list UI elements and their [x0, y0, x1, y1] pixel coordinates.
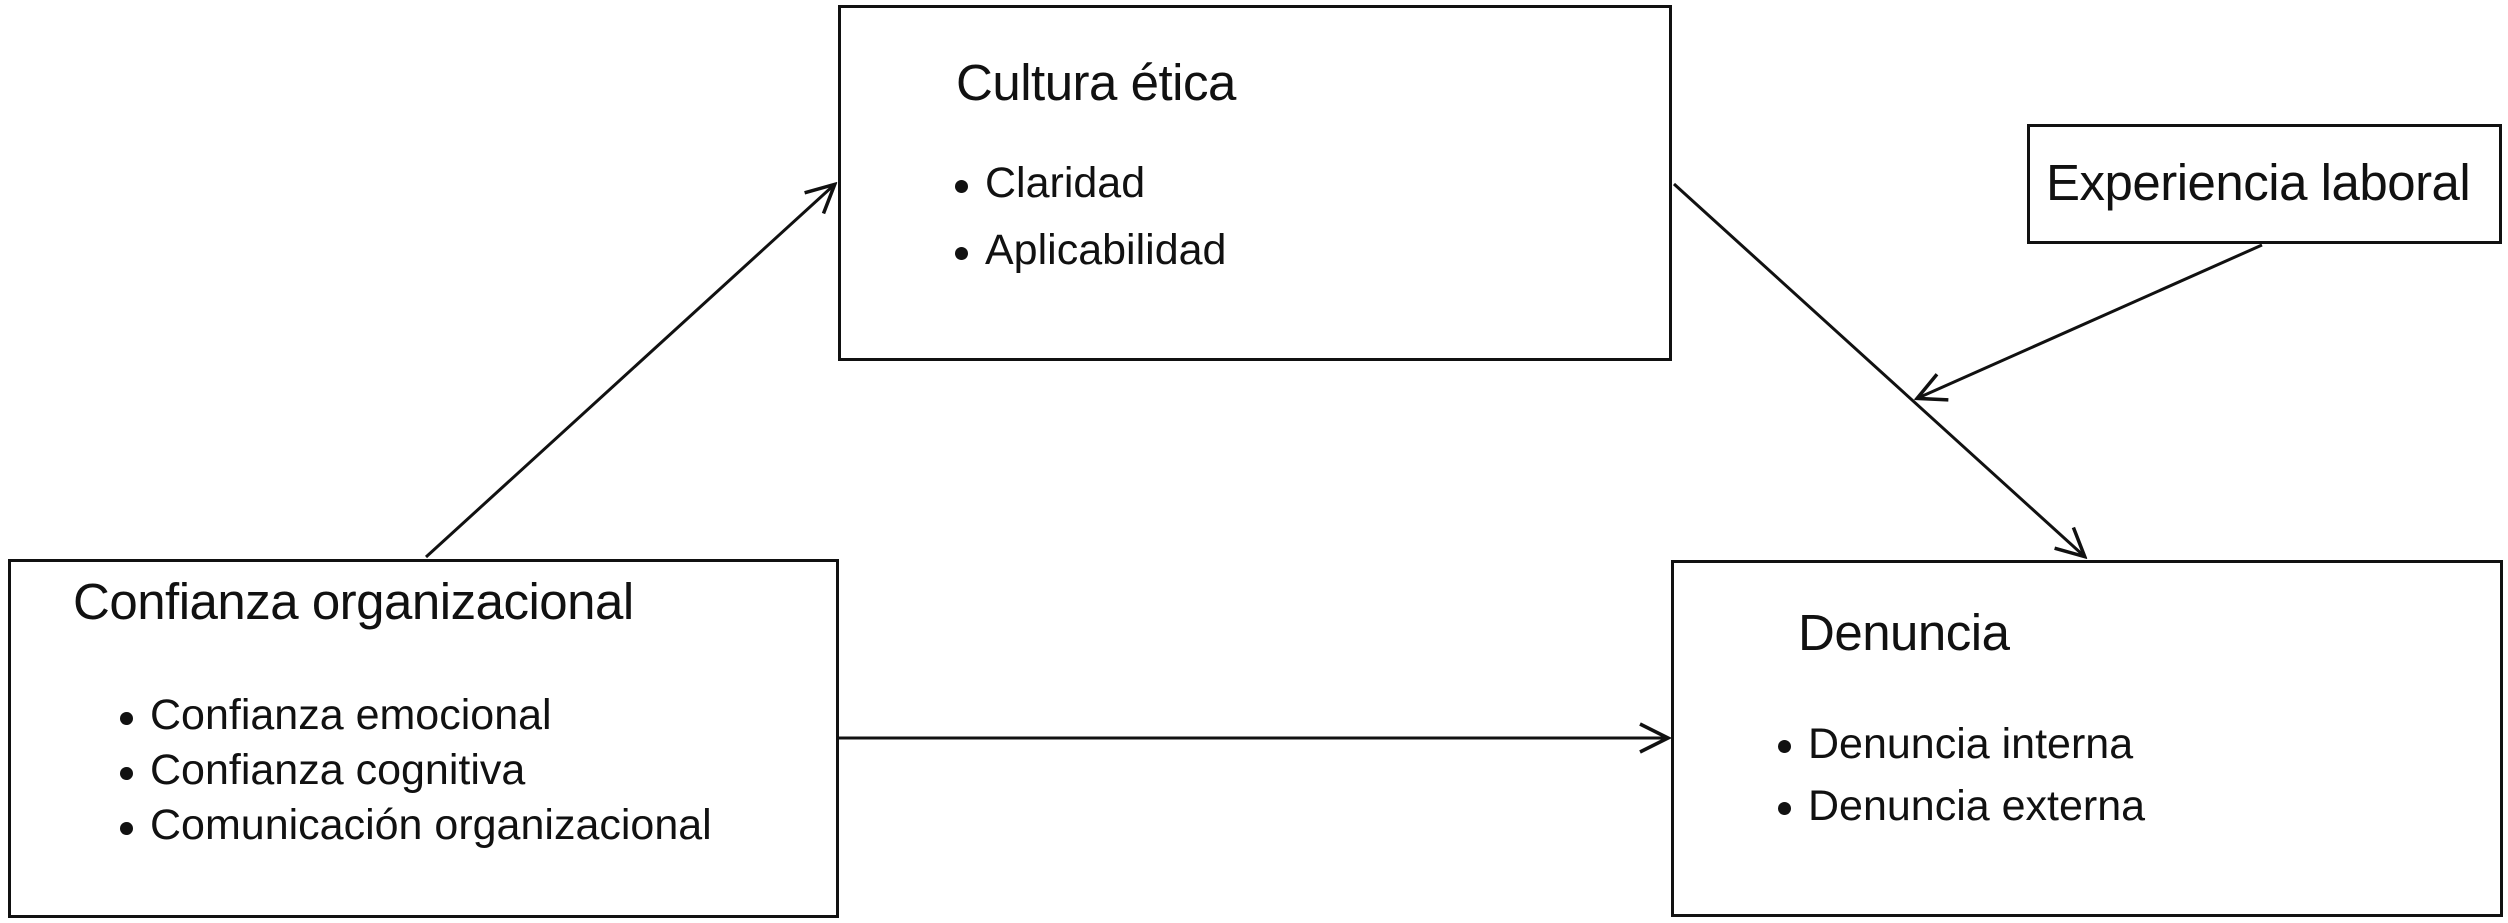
node-item: Denuncia externa	[1774, 775, 2145, 837]
node-title: Experiencia laboral	[2046, 154, 2471, 211]
node-title: Denuncia	[1798, 604, 2010, 661]
node-confianza-organizacional: Confianza organizacional Confianza emoci…	[8, 559, 839, 918]
node-experiencia-laboral: Experiencia laboral	[2027, 124, 2502, 244]
node-item-list: Denuncia interna Denuncia externa	[1774, 713, 2145, 837]
node-item: Comunicación organizacional	[116, 798, 712, 853]
arrow-confianza-to-cultura	[424, 185, 834, 559]
arrow-experiencia-to-path	[1918, 243, 2263, 398]
node-item: Confianza cognitiva	[116, 743, 712, 798]
node-title: Confianza organizacional	[73, 573, 634, 630]
node-cultura-etica: Cultura ética Claridad Aplicabilidad	[838, 5, 1672, 361]
node-item-list: Confianza emocional Confianza cognitiva …	[116, 688, 712, 853]
arrow-cultura-to-denuncia	[1672, 182, 2084, 556]
node-item: Denuncia interna	[1774, 713, 2145, 775]
node-title: Cultura ética	[956, 54, 1236, 111]
node-item: Claridad	[951, 150, 1226, 217]
node-item: Confianza emocional	[116, 688, 712, 743]
node-denuncia: Denuncia Denuncia interna Denuncia exter…	[1671, 560, 2503, 917]
node-item-list: Claridad Aplicabilidad	[951, 150, 1226, 284]
node-item: Aplicabilidad	[951, 217, 1226, 284]
